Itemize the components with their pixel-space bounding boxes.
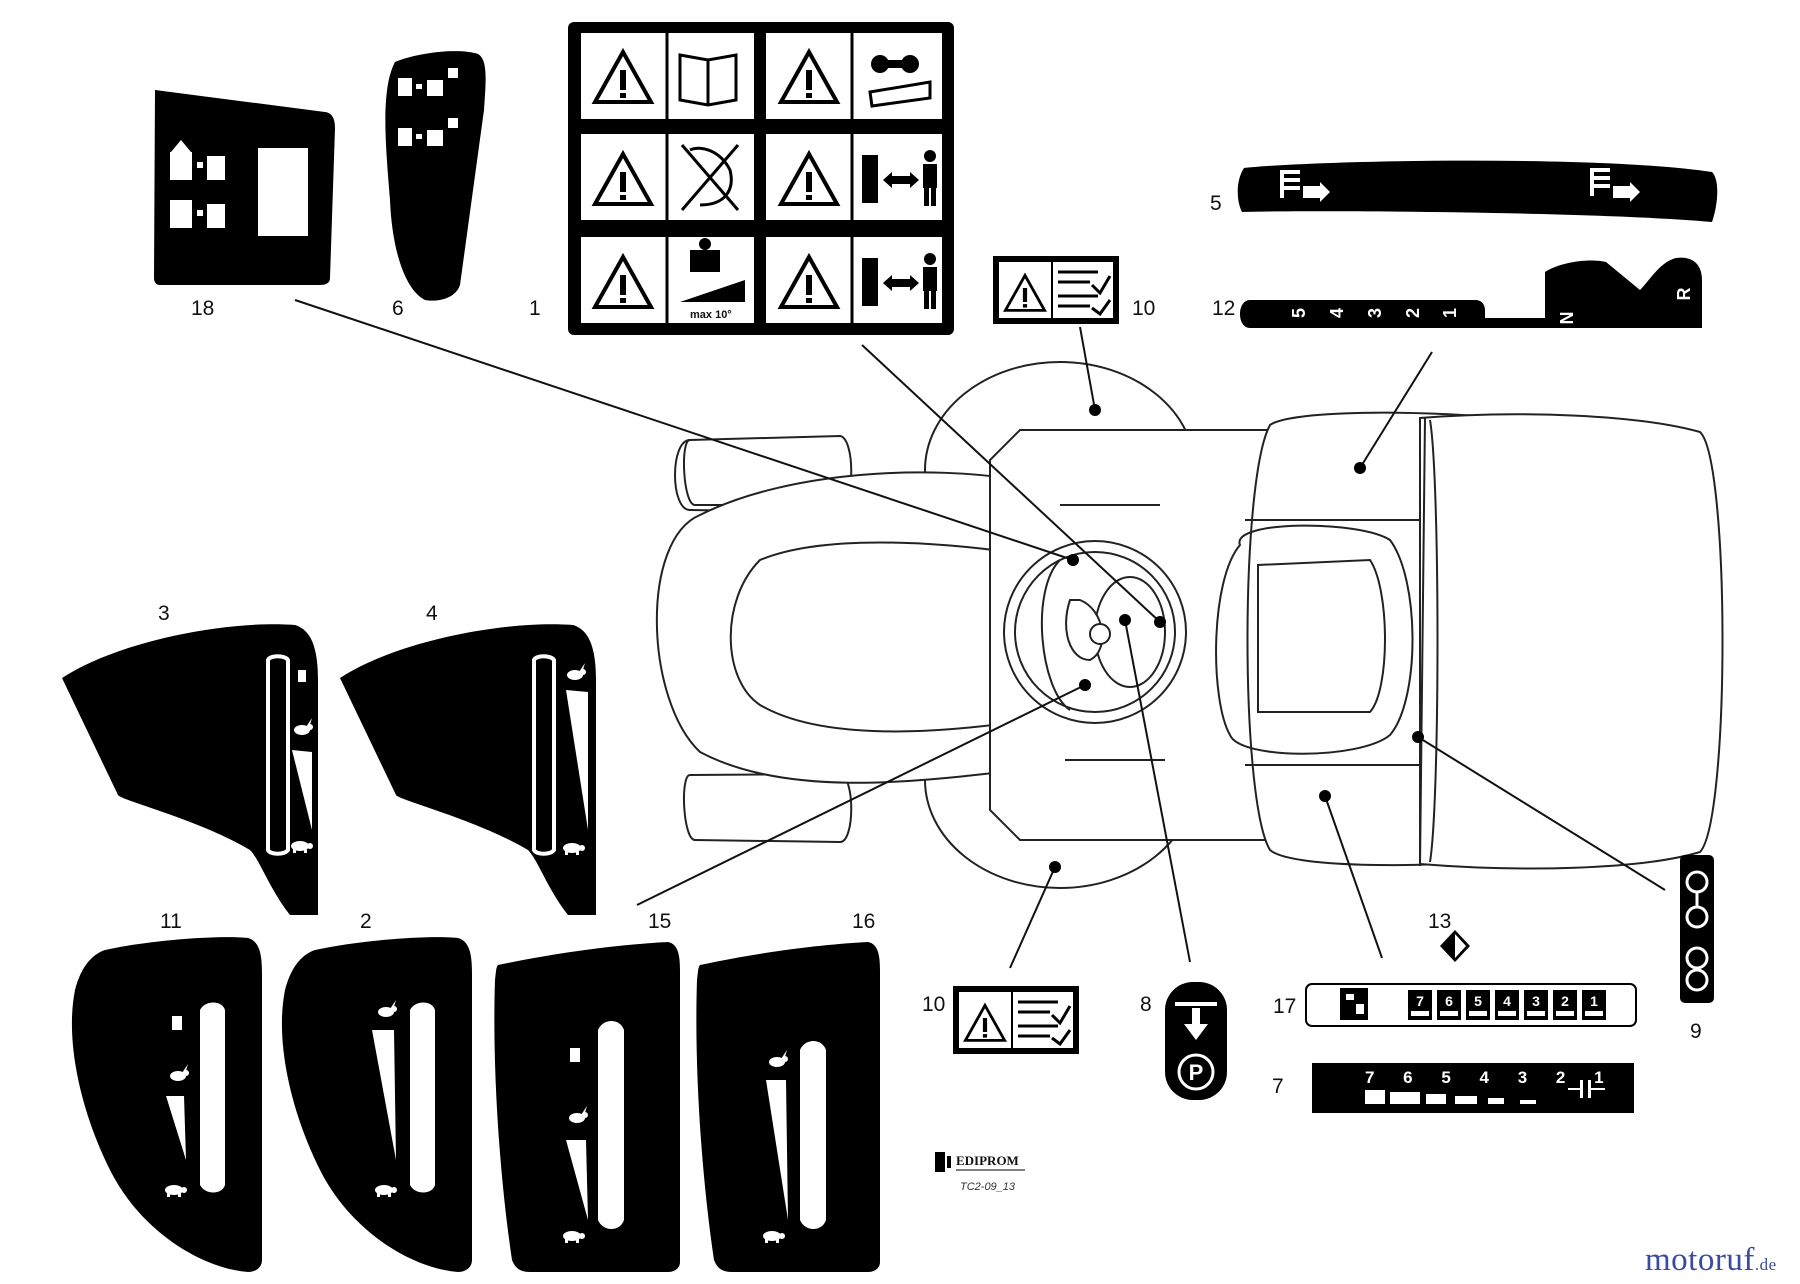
watermark-tld: .de — [1754, 1255, 1777, 1274]
gear-3-label: 3 — [1365, 308, 1385, 318]
decal-7-speed-strip: 7 6 5 4 3 2 1 — [1312, 1063, 1634, 1113]
decal-2-speed-panel — [281, 937, 472, 1272]
speed-1: 1 — [1590, 993, 1598, 1009]
callout-numbers: 18 6 1 10 12 5 3 4 11 2 15 16 10 8 13 17… — [158, 192, 1702, 1098]
callout-7: 7 — [1272, 1075, 1284, 1098]
keep-distance-icon-2 — [862, 253, 937, 309]
decal-9-chain-icon — [1680, 855, 1714, 1003]
callout-6: 6 — [392, 297, 404, 320]
callout-3: 3 — [158, 602, 170, 625]
decal-11-speed-panel — [71, 937, 262, 1272]
callout-4: 4 — [426, 602, 438, 625]
speed-indicator-gears: 7 6 5 4 3 2 1 — [1408, 990, 1606, 1020]
motoruf-watermark: motoruf.de — [1645, 1242, 1777, 1279]
callout-1: 1 — [529, 297, 541, 320]
leader-dots — [1049, 404, 1424, 873]
leader-lines — [294, 299, 1666, 969]
speed-3: 3 — [1532, 993, 1540, 1009]
ediprom-logo: EDIPROM TC2-09_13 — [935, 1152, 1025, 1193]
decal-15-speed-panel — [494, 942, 680, 1272]
callout-10-top: 10 — [1132, 297, 1155, 320]
tractor-top-view — [655, 361, 1724, 889]
speed-7: 7 — [1416, 993, 1424, 1009]
callout-15: 15 — [648, 910, 671, 933]
callout-13: 13 — [1428, 910, 1451, 933]
decal-13-indicator — [1440, 930, 1470, 962]
parking-icon: P — [1189, 1060, 1204, 1085]
manual-book-icon — [678, 53, 738, 107]
decal-18-lift-control — [154, 90, 335, 285]
callout-11: 11 — [160, 910, 182, 933]
callout-17: 17 — [1273, 995, 1296, 1018]
callout-2: 2 — [360, 910, 372, 933]
callout-8: 8 — [1140, 993, 1152, 1016]
gear-reverse-label: R — [1674, 288, 1694, 301]
callout-16: 16 — [852, 910, 875, 933]
no-passenger-icon — [680, 144, 740, 211]
speed-5: 5 — [1474, 993, 1482, 1009]
decal-5-deck-height-strip — [1237, 160, 1718, 222]
decal-10-bottom — [953, 986, 1079, 1054]
ediprom-logo-text: EDIPROM — [956, 1153, 1019, 1168]
keep-distance-icon — [862, 150, 937, 206]
speed-strip-digits: 7 6 5 4 3 2 1 — [1365, 1068, 1616, 1087]
decal-10-top — [993, 256, 1119, 324]
gear-1-label: 1 — [1440, 308, 1460, 318]
decal-3-speed-lever-left — [62, 624, 318, 915]
callout-5: 5 — [1210, 192, 1222, 215]
gear-4-label: 4 — [1327, 308, 1347, 318]
gear-5-label: 5 — [1289, 308, 1309, 318]
decal-17-speed-indicator: 7 6 5 4 3 2 1 — [1305, 983, 1637, 1027]
callout-10-bottom: 10 — [922, 993, 945, 1016]
callout-12: 12 — [1212, 297, 1235, 320]
gear-neutral-label: N — [1557, 312, 1577, 325]
watermark-brand: motoruf — [1645, 1242, 1755, 1278]
remove-key-icon — [868, 55, 932, 108]
slope-limit-text: max 10° — [690, 309, 732, 321]
decal-4-speed-lever-right — [340, 624, 596, 915]
slope-limit-icon — [680, 238, 745, 302]
speed-6: 6 — [1445, 993, 1453, 1009]
decal-12-gear-shift: 5 4 3 2 1 N R — [1240, 257, 1702, 328]
gear-2-label: 2 — [1403, 308, 1423, 318]
callout-18: 18 — [191, 297, 214, 320]
callout-9: 9 — [1690, 1020, 1702, 1043]
diagram-code: TC2-09_13 — [960, 1181, 1016, 1193]
decal-16-speed-panel — [696, 942, 880, 1272]
speed-4: 4 — [1503, 993, 1511, 1009]
decal-1-safety-warnings: max 10° — [568, 22, 954, 335]
decal-6-pto-control — [385, 51, 486, 301]
decal-8-parking-brake: P — [1165, 982, 1227, 1100]
speed-2: 2 — [1561, 993, 1569, 1009]
